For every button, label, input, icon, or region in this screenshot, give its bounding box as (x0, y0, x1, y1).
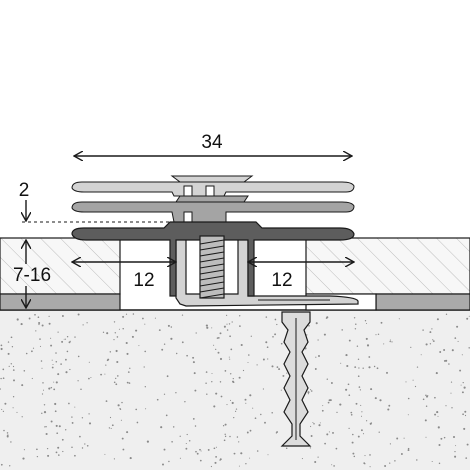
right-underlay (375, 293, 470, 311)
dimension-label-left-span: 12 (133, 270, 154, 291)
threaded-screw-icon (199, 235, 225, 299)
dimension-label-height-step: 2 (19, 180, 30, 201)
wall-plug-dowel-icon (280, 311, 312, 447)
dimension-left-span: 12 (72, 262, 176, 291)
dimension-label-total-width: 34 (201, 132, 223, 153)
dimension-label-height-range: 7-16 (13, 265, 51, 286)
dimension-total-width: 34 (74, 132, 352, 156)
cover-profile-mid-height (71, 195, 355, 223)
dimension-height-step: 2 (19, 180, 30, 221)
dimension-right-span: 12 (248, 262, 354, 291)
screw-threads (199, 239, 225, 299)
cover-profile-max-height (71, 175, 355, 197)
base-rail (175, 237, 359, 307)
subfloor (0, 309, 470, 470)
dimension-height-range: 7-16 (13, 240, 51, 308)
subfloor-speckle (0, 313, 470, 468)
left-underlay (0, 293, 121, 311)
dimension-label-right-span: 12 (271, 270, 292, 291)
